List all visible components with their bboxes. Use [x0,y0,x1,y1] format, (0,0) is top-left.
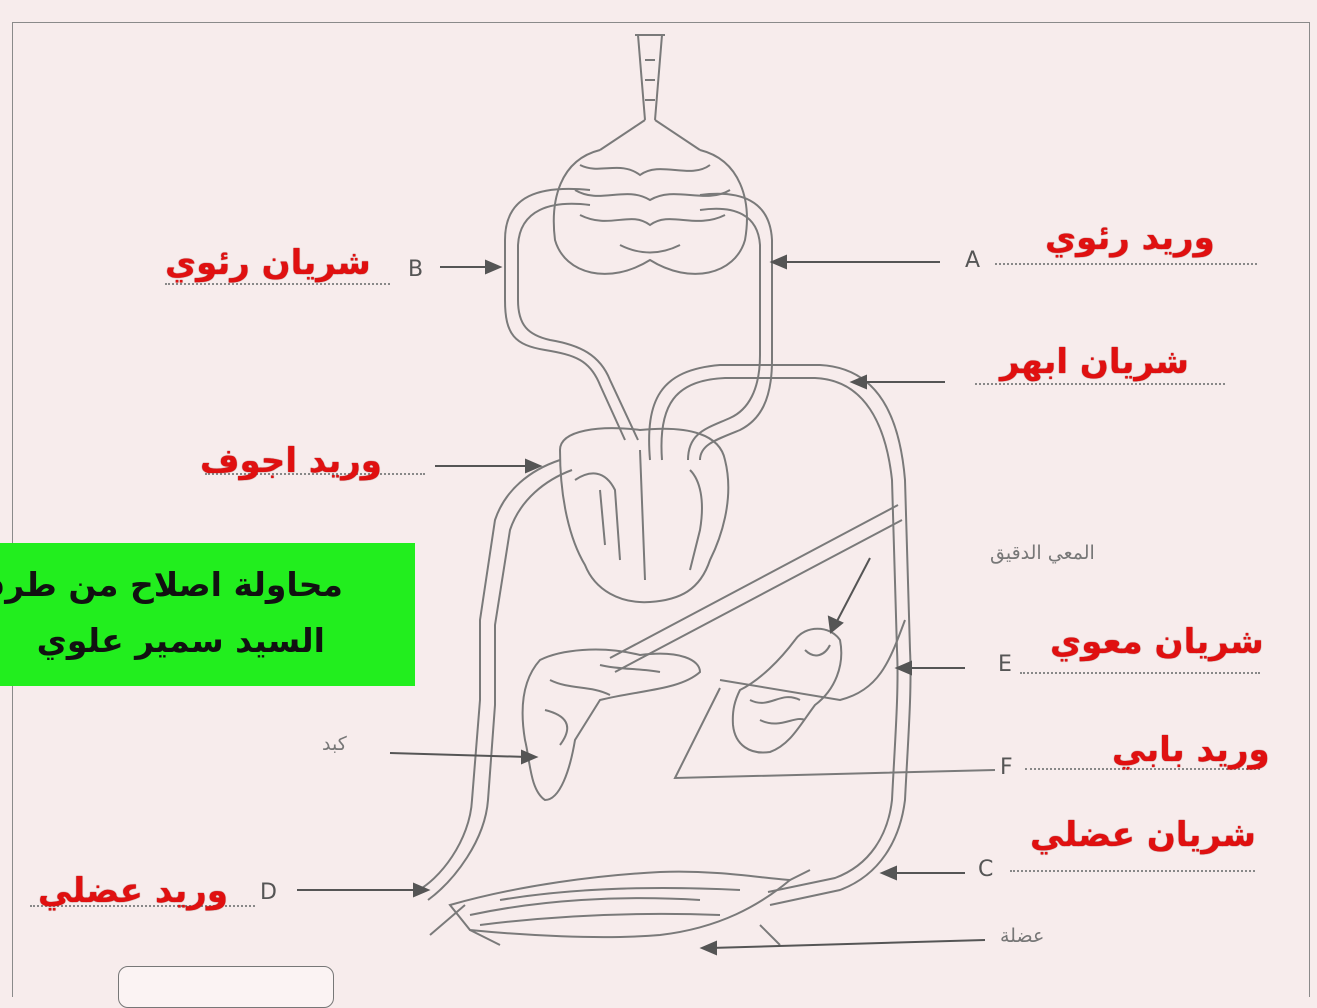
trachea [600,35,700,150]
answer-line-b [165,283,390,285]
label-small-intestine: المعي الدقيق [990,542,1095,564]
liver [523,650,700,800]
letter-e: E [998,652,1012,677]
heart [560,428,728,602]
label-muscle: عضلة [1000,925,1044,947]
label-aorta: شريان ابهر [1000,342,1189,382]
answer-line-e [1020,672,1260,674]
letter-c: C [978,857,993,882]
label-vena-cava: وريد اجوف [200,441,382,481]
label-portal-vein: وريد بابي [1112,730,1270,770]
aorta-arch [649,365,910,905]
vena-cava [415,460,572,900]
answer-line-a [995,263,1257,265]
label-intestinal-artery: شريان معوي [1050,622,1264,662]
pulmonary-circuit [505,189,772,460]
note-line-2: السيد سمير علوي [37,621,325,660]
note-line-1: محاولة اصلاح من طرف [0,565,343,604]
muscle [430,870,810,945]
correction-note: محاولة اصلاح من طرف السيد سمير علوي [0,543,415,686]
answer-line-c [1010,870,1255,872]
portal-vein [675,688,995,778]
bottom-tab [118,966,334,1008]
label-liver: كبد [322,733,347,755]
label-muscle-vein: وريد عضلي [38,871,228,911]
label-pulmonary-artery: شريان رئوي [165,243,371,283]
letter-a: A [965,248,980,273]
label-pulmonary-vein: وريد رئوي [1045,218,1215,258]
lungs [554,150,747,274]
letter-b: B [408,257,423,282]
label-muscle-artery: شريان عضلي [1030,815,1256,855]
letter-d: D [260,880,277,905]
letter-f: F [1000,755,1013,780]
answer-line-aorta [975,383,1225,385]
